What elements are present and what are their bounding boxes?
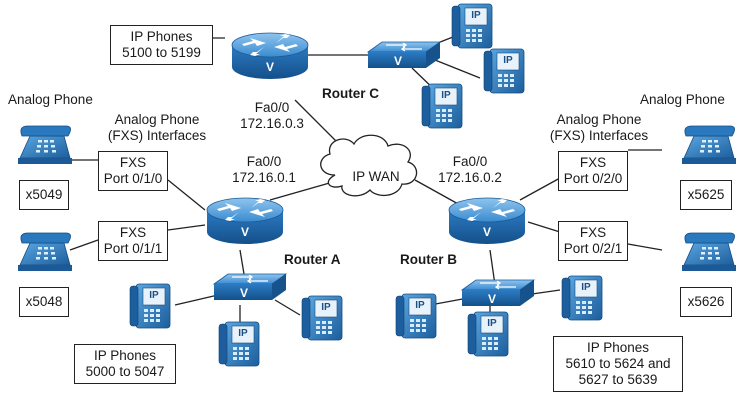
analog-phone-icon [17,125,73,165]
right-fxs-port-2-id: Port 0/2/1 [563,241,623,256]
ip-wan-label: IP WAN [352,169,400,184]
left-fxs-title-line1: Analog Phone [114,112,200,127]
router-a-ip: 172.16.0.1 [232,170,296,185]
left-fxs-title-line2: (FXS) Interfaces [107,128,207,143]
left-fxs-port-2-id: Port 0/1/1 [103,241,163,256]
router-c-badge: V [266,60,274,74]
router-c-name: Router C [322,86,379,101]
right-fxs-title-line1: Analog Phone [556,112,642,127]
left-fxs-port-2-box: FXS Port 0/1/1 [98,221,168,261]
ip-phone-label: IP [441,90,451,101]
analog-phone-icon [17,232,73,272]
ip-phone-label: IP [321,302,331,313]
ip-phones-b-title: IP Phones [586,340,650,355]
left-fxs-port-2-type: FXS [119,225,147,240]
switch-a-icon [213,273,287,301]
ip-phones-b-range-1: 5610 to 5624 and [565,356,671,371]
ip-phones-a-box: IP Phones 5000 to 5047 [74,344,176,384]
switch-c-icon [367,41,441,69]
ip-phone-label: IP [471,10,481,21]
ip-phones-a-range: 5000 to 5047 [85,364,165,379]
ip-phone-label: IP [503,55,513,66]
router-b-ip: 172.16.0.2 [438,170,502,185]
ip-phones-a-title: IP Phones [93,348,157,363]
router-a-name: Router A [284,252,341,267]
ip-phones-b-box: IP Phones 5610 to 5624 and 5627 to 5639 [553,336,683,392]
router-c-ip: 172.16.0.3 [240,116,304,131]
right-fxs-port-1-box: FXS Port 0/2/0 [558,151,628,191]
ip-phones-c-title: IP Phones [130,29,193,44]
left-extension-1: x5049 [19,180,69,210]
switch-b-icon [461,279,535,307]
router-a-interface: Fa0/0 [246,154,282,169]
left-fxs-port-1-type: FXS [119,155,147,170]
router-b-badge: V [483,225,491,239]
right-extension-1: x5625 [680,180,732,210]
left-analog-phone-label: Analog Phone [8,92,93,107]
right-fxs-port-1-id: Port 0/2/0 [563,171,623,186]
right-fxs-port-2-type: FXS [579,225,607,240]
ip-phone-label: IP [415,300,425,311]
left-fxs-port-1-id: Port 0/1/0 [103,171,163,186]
left-extension-2: x5048 [19,287,69,317]
right-fxs-port-2-box: FXS Port 0/2/1 [558,221,628,261]
right-extension-2: x5626 [680,287,732,317]
right-fxs-port-1-type: FXS [579,155,607,170]
switch-b-badge: V [488,292,496,306]
ip-phones-c-box: IP Phones 5100 to 5199 [110,25,213,65]
router-b-name: Router B [400,252,457,267]
ip-phone-label: IP [149,290,159,301]
ip-wan-cloud [320,134,418,197]
ip-phone-label: IP [487,318,497,329]
analog-phone-icon [681,232,737,272]
router-b-interface: Fa0/0 [452,154,488,169]
ip-phone-label: IP [581,282,591,293]
right-fxs-title-line2: (FXS) Interfaces [549,128,649,143]
ip-phones-c-range: 5100 to 5199 [122,45,201,60]
router-c-interface: Fa0/0 [254,100,290,115]
router-a-badge: V [241,225,249,239]
analog-phone-icon [681,125,737,165]
switch-c-badge: V [394,54,402,68]
ip-phone-label: IP [238,328,248,339]
ip-phones-b-range-2: 5627 to 5639 [578,372,658,387]
switch-a-badge: V [240,286,248,300]
right-analog-phone-label: Analog Phone [640,92,725,107]
left-fxs-port-1-box: FXS Port 0/1/0 [98,151,168,191]
